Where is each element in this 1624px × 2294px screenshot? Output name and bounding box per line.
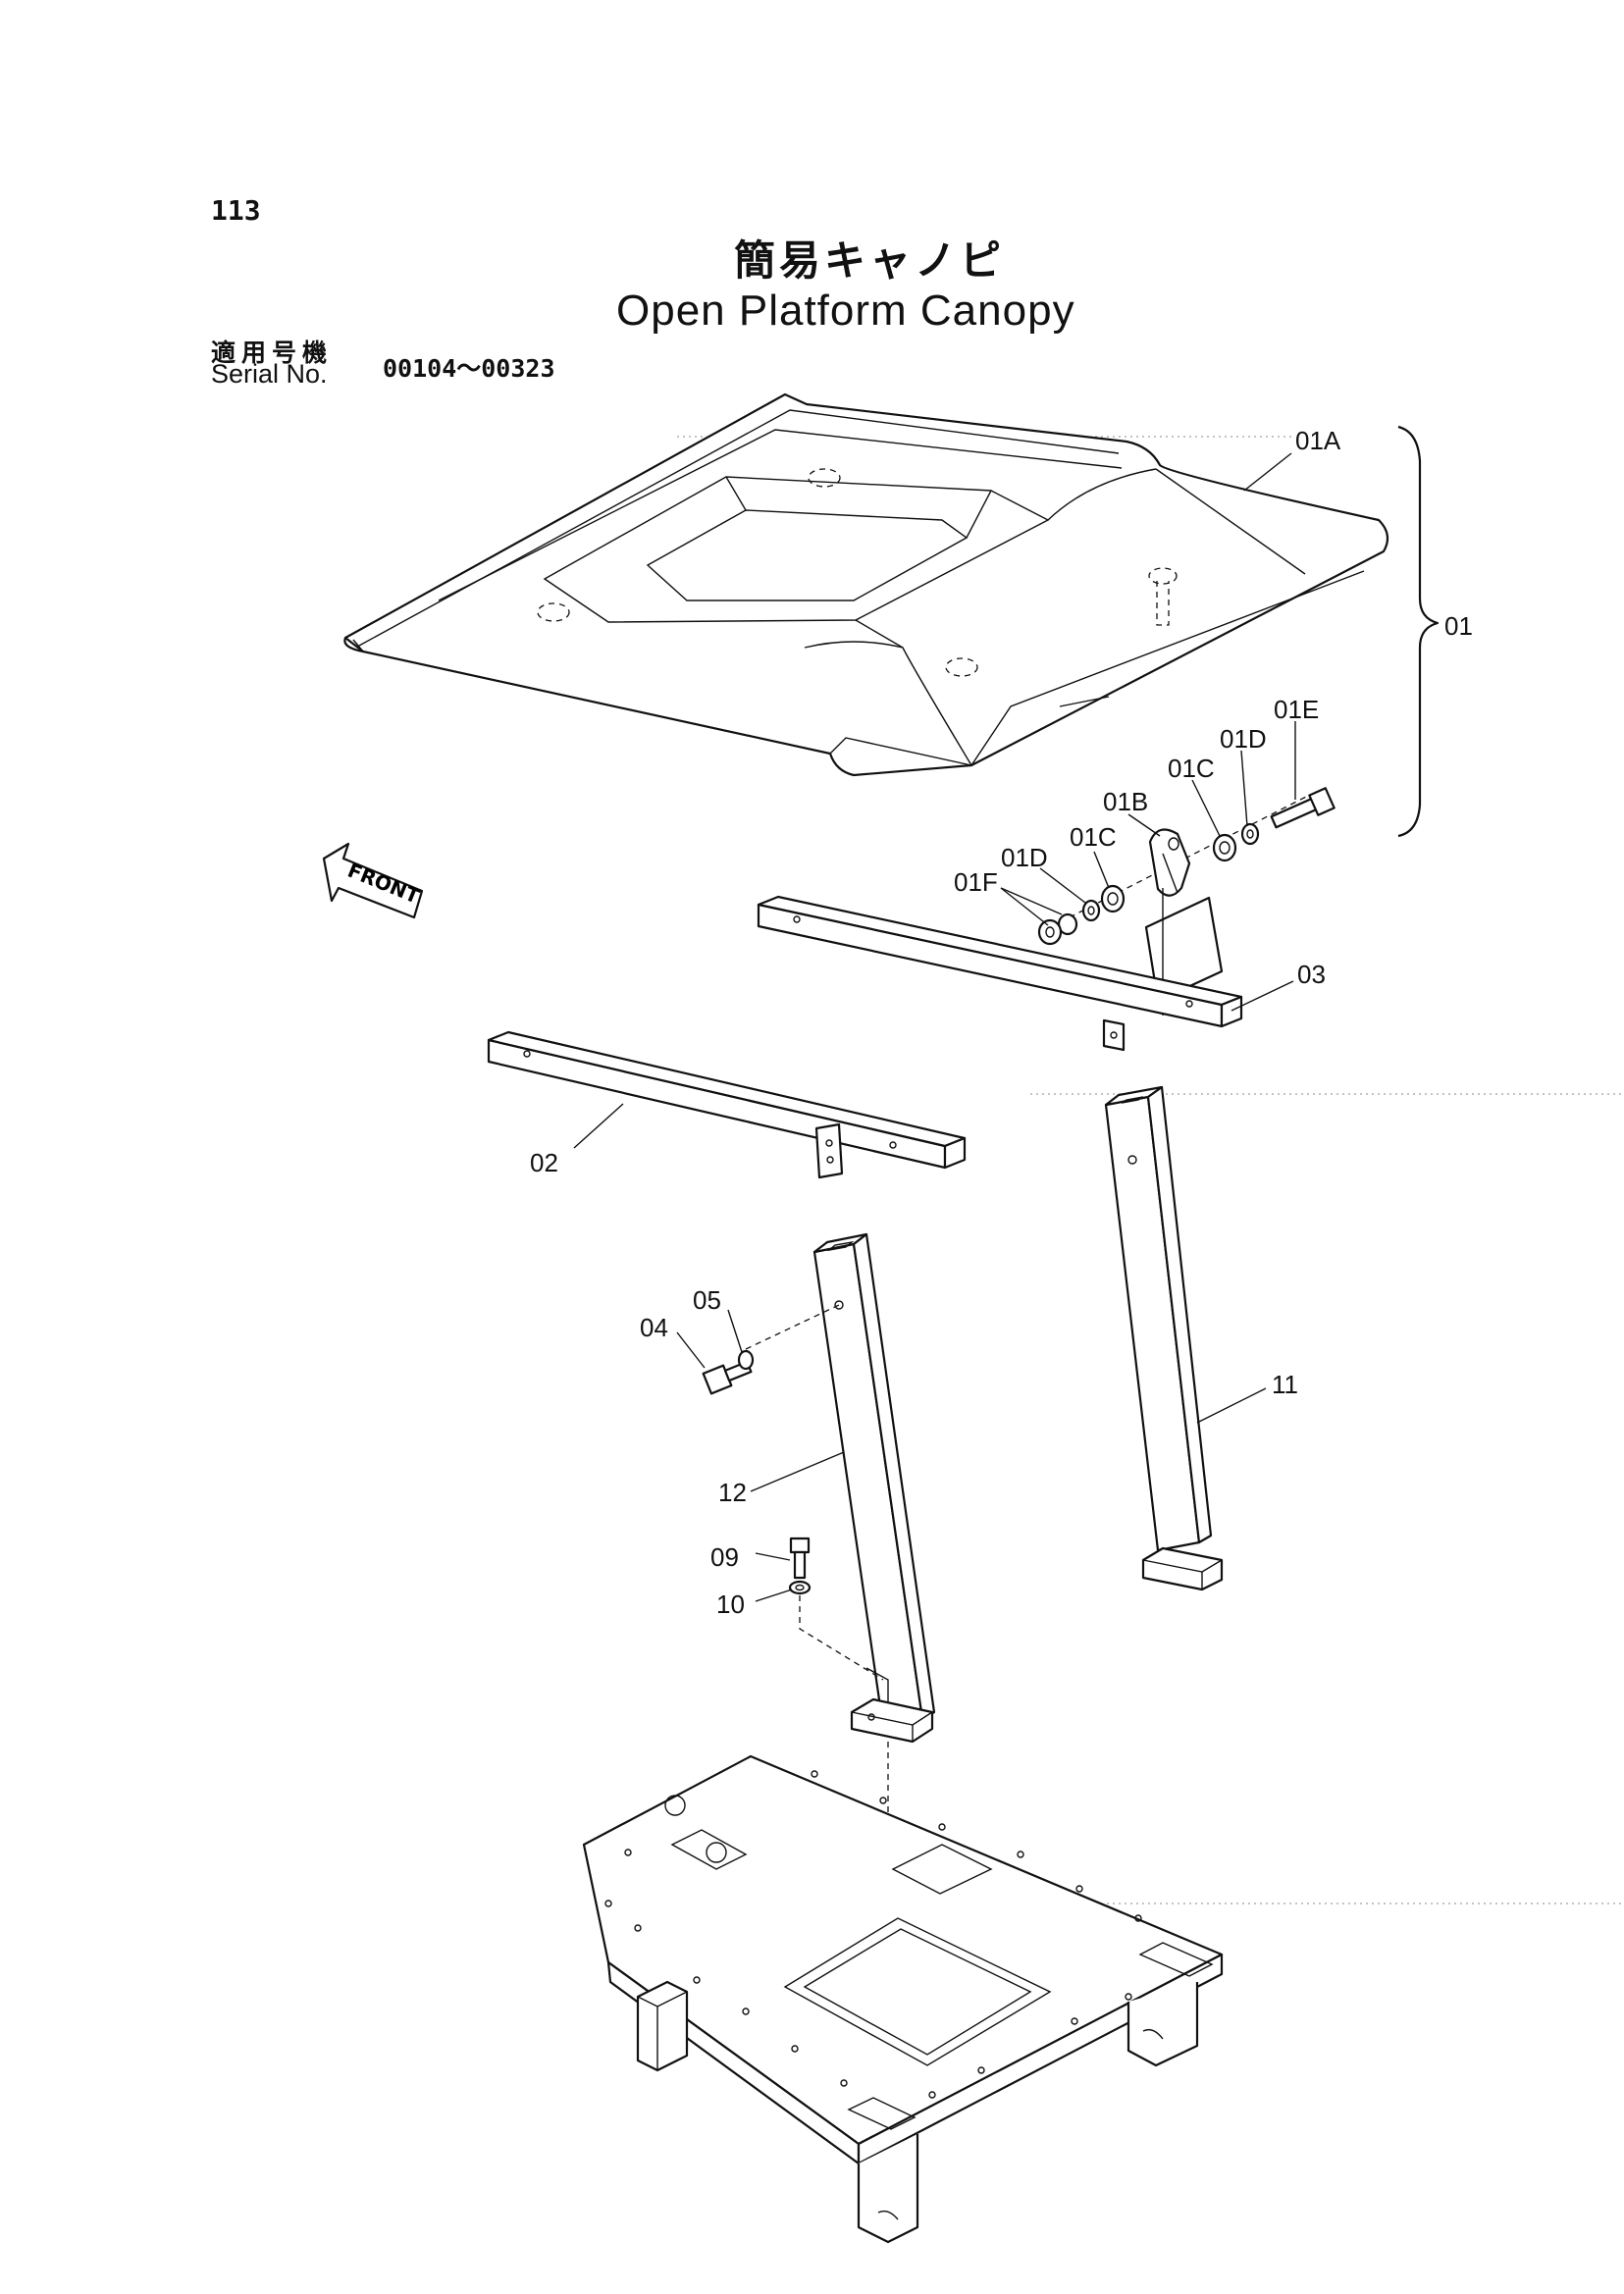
beam-03 [757,895,1243,1052]
serial-label-english: Serial No. [211,359,328,389]
serial-range: 00104～00323 [383,354,555,383]
bolt-09-washer-10 [788,1537,884,1681]
serial-label-japanese: 適用号機 [211,339,334,367]
callout-01A: 01A [1295,426,1341,455]
callout-02: 02 [530,1148,558,1177]
front-arrow-icon: FRONT [322,842,423,919]
post-11 [1104,1085,1224,1591]
callout-09: 09 [710,1542,739,1572]
callout-10: 10 [716,1590,745,1619]
bolt-04-washer-05 [702,1304,840,1395]
hardware-chain [1037,787,1336,1016]
callout-01B: 01B [1103,787,1148,816]
group-bracket [1397,425,1440,838]
callout-11: 11 [1272,1370,1298,1399]
callout-05: 05 [693,1285,721,1315]
callout-01E: 01E [1274,695,1319,724]
callout-01C-right: 01C [1168,754,1215,783]
callout-04: 04 [640,1313,668,1342]
leader-lines [573,452,1296,1602]
post-12 [812,1232,936,1744]
callout-01C-left: 01C [1070,822,1117,852]
beam-02 [487,1030,967,1179]
title-english: Open Platform Canopy [616,287,1075,335]
base-frame [582,1754,1224,2244]
callout-12: 12 [718,1478,747,1507]
title-japanese: 簡易キャノピ [734,236,1006,285]
canopy-roof [343,392,1389,777]
callout-01D-left: 01D [1001,843,1048,872]
callout-01D-right: 01D [1220,724,1267,754]
callout-03: 03 [1297,960,1326,989]
callout-01: 01 [1444,611,1473,641]
page-number: 113 [211,194,261,227]
callout-01F: 01F [954,867,998,897]
